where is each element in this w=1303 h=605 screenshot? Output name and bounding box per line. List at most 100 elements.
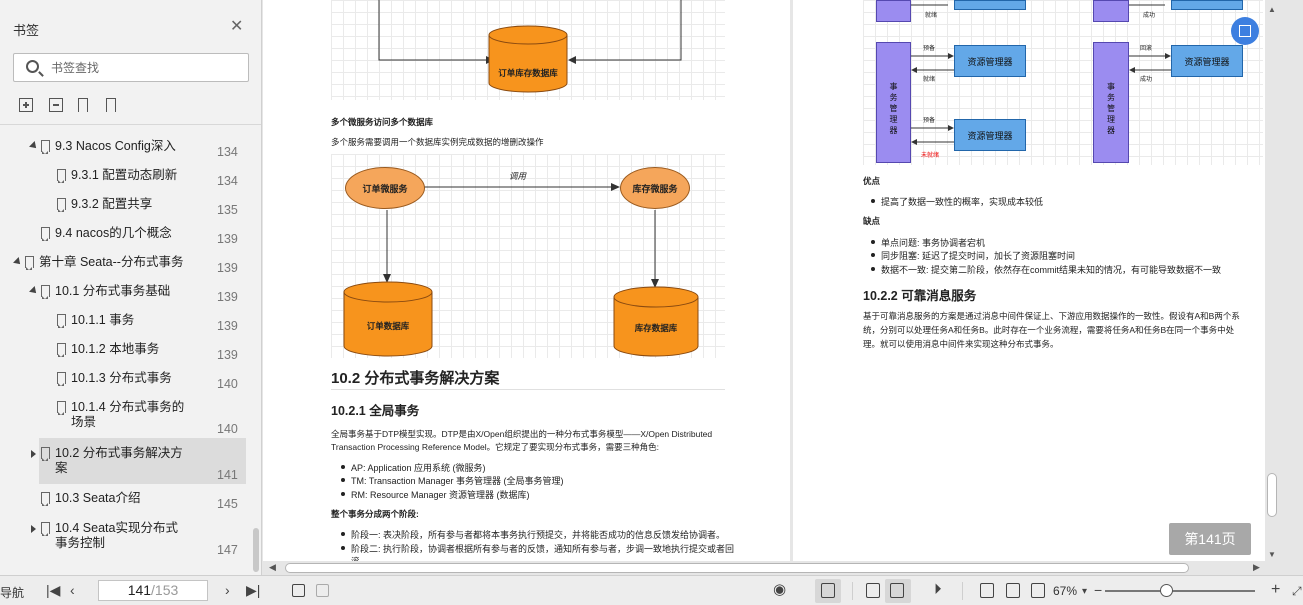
toc-item-10-1-3[interactable]: 10.1.3 分布式事务 140	[0, 371, 250, 391]
zoom-slider-knob[interactable]	[1160, 584, 1173, 597]
section-title: 多个微服务访问多个数据库	[331, 117, 434, 127]
bookmark-icon	[41, 492, 50, 506]
toc-item-10-1[interactable]: 10.1 分布式事务基础 139	[0, 284, 250, 304]
actual-size-icon[interactable]	[980, 583, 994, 598]
screen-icon	[1239, 25, 1251, 37]
node-order-service: 订单微服务	[345, 167, 425, 209]
bookmark-icon	[41, 447, 50, 461]
zoom-level[interactable]: 67%	[1053, 584, 1078, 598]
scroll-right-icon[interactable]: ▶	[1253, 562, 1260, 572]
scroll-up-icon[interactable]: ▲	[1268, 5, 1276, 14]
zoom-slider[interactable]	[1105, 590, 1255, 592]
expand-arrow-icon[interactable]	[13, 257, 23, 267]
single-page-icon[interactable]	[866, 583, 880, 598]
list-item: 数据不一致: 提交第二阶段，依然存在commit结果未知的情况，有可能导致数据不…	[870, 265, 1222, 275]
paragraph-line: 全局事务基于DTP模型实现。DTP是由X/Open组织提出的一种分布式事务模型—…	[331, 429, 713, 439]
toc-label: 9.3.2 配置共享	[71, 197, 153, 211]
first-page-icon[interactable]: |◀	[46, 582, 61, 598]
page-left: 订单库存数据库 多个微服务访问多个数据库 多个服务需要调用一个数据库实例完成数据…	[263, 0, 790, 566]
toc-label: 10.2 分布式事务解决方	[55, 446, 183, 460]
double-page-icon[interactable]	[890, 583, 904, 598]
bottom-toolbar: 导航 |◀ ‹ 141/153 › ▶| ◉ ⏵ 67% ▾ − + ⤢	[0, 575, 1303, 605]
toc-item-10-2[interactable]: 10.2 分布式事务解决方 案 141	[0, 438, 250, 484]
page-number-input[interactable]: 141/153	[98, 580, 208, 601]
prev-page-icon[interactable]: ‹	[70, 582, 75, 598]
database-order-stock	[488, 25, 568, 93]
success-label: 成功	[1143, 13, 1156, 19]
diagram-2pc: 就绪 成功 事务管理器 资源管理器 资源管理器 预备 就绪 预备 未就绪 事务管…	[863, 0, 1263, 165]
bookmark-icon	[57, 401, 66, 415]
tm-node-partial	[1093, 0, 1129, 22]
back-icon[interactable]	[292, 584, 305, 597]
add-bookmark-icon[interactable]	[76, 98, 90, 112]
fullscreen-icon[interactable]: ⤢	[1292, 584, 1302, 598]
toc-label: 10.4 Seata实现分布式	[55, 521, 178, 535]
node-stock-service: 库存微服务	[620, 167, 690, 209]
tm-label: 事务管理器	[889, 82, 898, 135]
zoom-dropdown-icon[interactable]: ▾	[1082, 586, 1088, 597]
toc-page: 139	[217, 232, 238, 246]
close-icon[interactable]: ✕	[230, 18, 244, 35]
vertical-scrollbar[interactable]: ▲ ▼	[1265, 0, 1279, 575]
collapse-arrow-icon[interactable]	[31, 450, 36, 458]
paragraph-line: 基于可靠消息服务的方案是通过消息中间件保证上、下游应用数据操作的一致性。假设有A…	[863, 311, 1240, 321]
toc-item-9-3-2[interactable]: 9.3.2 配置共享 135	[0, 197, 250, 217]
bookmark-icon[interactable]	[104, 98, 118, 112]
scroll-down-icon[interactable]: ▼	[1268, 550, 1276, 559]
bookmark-icon	[41, 140, 50, 154]
zoom-in-icon[interactable]: +	[1271, 581, 1281, 598]
bookmark-icon	[25, 256, 34, 270]
collapse-arrow-icon[interactable]	[31, 525, 36, 533]
scroll-left-icon[interactable]: ◀	[269, 562, 276, 572]
toc-item-9-4[interactable]: 9.4 nacos的几个概念 139	[0, 226, 250, 246]
toc-label: 第十章 Seata--分布式事务	[39, 255, 184, 269]
toc-item-chapter-10[interactable]: 第十章 Seata--分布式事务 139	[0, 255, 250, 275]
toc-item-10-1-2[interactable]: 10.1.2 本地事务 139	[0, 342, 250, 362]
forward-icon[interactable]	[316, 584, 329, 597]
play-icon[interactable]: ⏵	[934, 581, 942, 598]
toolbar-separator	[852, 582, 853, 600]
toc-item-10-1-1[interactable]: 10.1.1 事务 139	[0, 313, 250, 333]
toc-page: 147	[217, 543, 238, 557]
list-item: 同步阻塞: 延迟了提交时间，加长了资源阻塞时间	[870, 251, 1076, 261]
last-page-icon[interactable]: ▶|	[246, 582, 261, 598]
diagram-arrows	[383, 183, 659, 288]
horizontal-scroll-thumb[interactable]	[285, 563, 1189, 573]
toc-item-10-1-4[interactable]: 10.1.4 分布式事务的 场景 140	[0, 400, 250, 436]
list-item: 提高了数据一致性的概率，实现成本较低	[870, 197, 1044, 207]
bookmark-search-input[interactable]	[51, 58, 241, 78]
sidebar-scrollbar[interactable]	[253, 528, 259, 572]
next-page-icon[interactable]: ›	[225, 582, 230, 598]
nav-label[interactable]: 导航	[0, 586, 25, 600]
bookmark-search-box[interactable]	[13, 53, 249, 82]
expand-all-icon[interactable]	[19, 98, 33, 112]
collapse-all-icon[interactable]	[49, 98, 63, 112]
floating-tool-button[interactable]	[1231, 17, 1259, 45]
vertical-scroll-thumb[interactable]	[1267, 473, 1277, 517]
sidebar-title: 书签	[13, 23, 40, 38]
toc-page: 134	[217, 174, 238, 188]
toc-item-9-3-1[interactable]: 9.3.1 配置动态刷新 134	[0, 168, 250, 188]
toc-item-10-3[interactable]: 10.3 Seata介绍 145	[0, 491, 250, 511]
bookmark-icon	[57, 372, 66, 386]
diagram-single-db: 订单库存数据库	[331, 0, 725, 100]
document-view[interactable]: 订单库存数据库 多个微服务访问多个数据库 多个服务需要调用一个数据库实例完成数据…	[263, 0, 1303, 575]
toc-page: 140	[217, 377, 238, 391]
eye-icon[interactable]: ◉	[773, 581, 787, 598]
continuous-page-icon[interactable]	[821, 583, 835, 598]
expand-arrow-icon[interactable]	[29, 286, 39, 296]
expand-arrow-icon[interactable]	[29, 141, 39, 151]
database-stock	[613, 286, 699, 357]
horizontal-scrollbar[interactable]: ◀ ▶	[263, 561, 1265, 575]
toc-item-9-3[interactable]: 9.3 Nacos Config深入 134	[0, 139, 250, 159]
fit-page-icon[interactable]	[1006, 583, 1020, 598]
toc-item-10-4[interactable]: 10.4 Seata实现分布式 事务控制 147	[0, 521, 250, 557]
toc-label: 10.1.2 本地事务	[71, 342, 160, 356]
resource-manager-3: 资源管理器	[1171, 45, 1243, 77]
zoom-out-icon[interactable]: −	[1094, 582, 1103, 598]
rotate-icon[interactable]	[1031, 583, 1045, 598]
phases-title: 整个事务分成两个阶段:	[331, 509, 419, 519]
bookmark-sidebar: 书签 ✕ 9.3 Nacos Config深入 134 9.3.1 配置动态刷新…	[0, 0, 262, 575]
ready-label: 就绪	[925, 13, 938, 19]
toc-page: 139	[217, 348, 238, 362]
